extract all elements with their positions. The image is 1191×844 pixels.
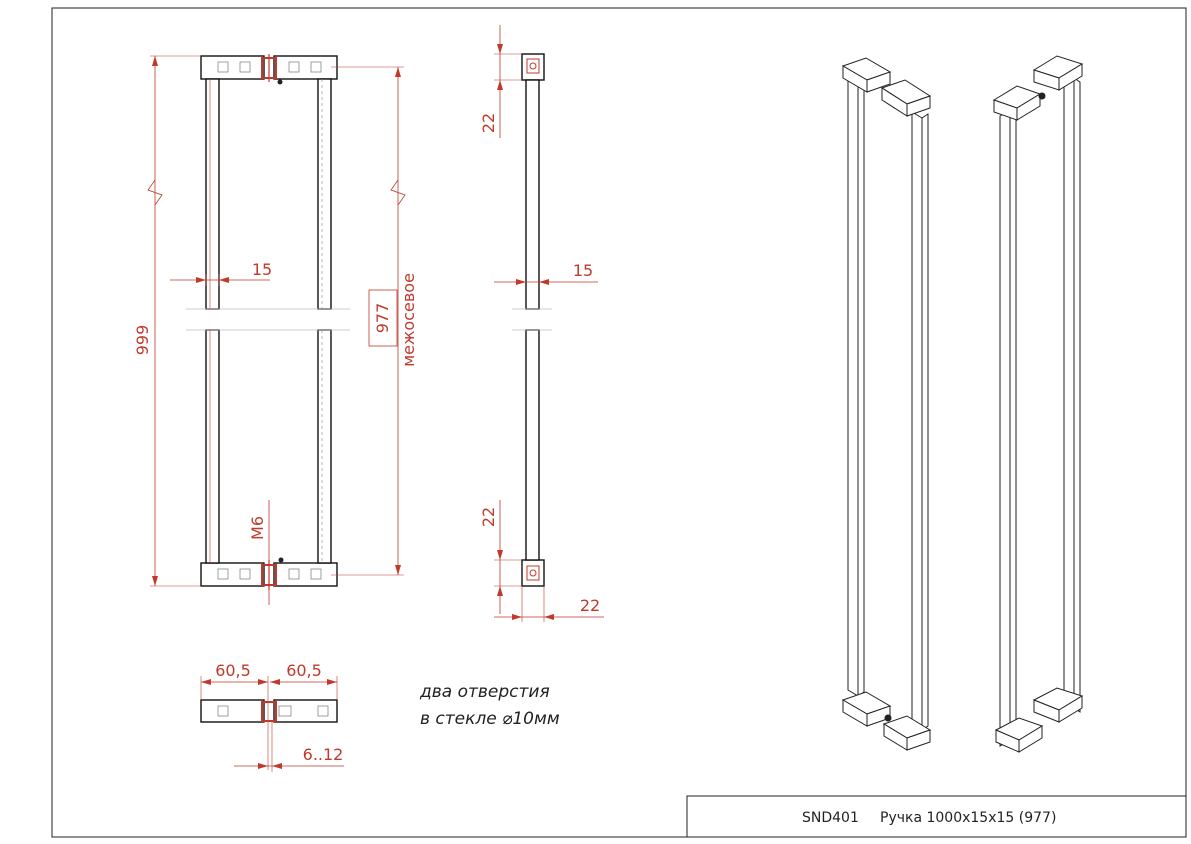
dim-break-977 <box>390 179 406 206</box>
dim-note-center-distance: межосевое <box>399 273 418 367</box>
title-description: Ручка 1000x15x15 (977) <box>880 810 1056 826</box>
arrow <box>201 679 211 685</box>
screw-mark <box>217 568 229 580</box>
front-view: 999 977 межосевое 15 M6 <box>133 54 418 605</box>
iso1-right-tube <box>911 111 923 731</box>
front-left-head-bottom <box>200 562 265 587</box>
side-head-top <box>521 53 545 81</box>
arrow <box>270 679 280 685</box>
title-block: SND401 Ручка 1000x15x15 (977) <box>686 795 1187 838</box>
iso1-head-bottom-right-end <box>906 729 931 751</box>
arrow <box>497 586 503 596</box>
side-head-top-inner <box>526 58 540 74</box>
front-right-head-top <box>273 55 338 80</box>
dim-break-999 <box>147 179 163 206</box>
front-left-head-top <box>200 55 265 80</box>
iso2-left-tube <box>999 109 1011 747</box>
arrow <box>219 277 229 283</box>
dim-box-977 <box>368 289 398 347</box>
iso1-left-tube-face <box>857 81 865 697</box>
set-screw <box>278 557 284 563</box>
side-head-bottom <box>521 559 545 587</box>
screw-mark <box>288 61 300 73</box>
side-bolt-top <box>529 62 537 70</box>
iso2-head-bottom-right-end <box>1033 699 1060 723</box>
iso2-head-bottom-left-end <box>995 729 1020 753</box>
iso2-bolt <box>1038 92 1046 100</box>
note-line-1: два отверстия <box>419 682 550 702</box>
front-left-tube-upper <box>205 78 220 310</box>
top-detail-view: 60,5 60,5 6..12 <box>200 661 344 772</box>
iso1-head-top-right-end <box>906 95 931 117</box>
arrow <box>395 565 401 575</box>
dim-label-glass-thickness: 6..12 <box>303 745 344 764</box>
dim-label-22-top: 22 <box>479 113 498 133</box>
screw-mark <box>217 61 229 73</box>
front-left-tube-lower <box>205 329 220 564</box>
screw-mark <box>317 705 329 717</box>
screw-mark <box>239 61 251 73</box>
front-right-tube-lower <box>317 329 332 564</box>
dim-label-60-5-left: 60,5 <box>215 661 251 680</box>
dim-label-15-front: 15 <box>252 260 272 279</box>
iso1-bolt <box>884 714 892 722</box>
title-block-frame <box>686 795 1187 838</box>
arrow <box>327 679 337 685</box>
iso2-right-tube <box>1063 77 1075 715</box>
isometric-view-back <box>992 55 1084 753</box>
dim-label-22-width: 22 <box>580 596 600 615</box>
iso2-right-tube-face <box>1073 77 1081 713</box>
note-line-2: в стекле ⌀10мм <box>420 709 560 729</box>
front-right-head-bottom <box>273 562 338 587</box>
screw-mark <box>310 61 322 73</box>
detail-connector <box>261 701 277 722</box>
dim-label-m6: M6 <box>248 516 267 540</box>
dim-label-60-5-right: 60,5 <box>286 661 322 680</box>
sheet-border <box>51 7 1187 838</box>
arrow <box>516 279 526 285</box>
side-bolt-bottom <box>529 569 537 577</box>
detail-right-head <box>273 699 338 723</box>
arrow <box>152 56 158 66</box>
arrow <box>395 67 401 77</box>
set-screw <box>277 79 283 85</box>
arrow <box>196 277 206 283</box>
front-right-tube-upper <box>317 78 332 310</box>
arrow <box>539 279 549 285</box>
screw-mark <box>217 705 229 717</box>
dim-label-15-side: 15 <box>573 261 593 280</box>
dim-label-22-bottom: 22 <box>479 507 498 527</box>
arrow <box>152 576 158 586</box>
isometric-view-front <box>841 57 932 751</box>
arrow <box>497 44 503 54</box>
side-head-bottom-inner <box>526 565 540 581</box>
arrow <box>497 550 503 560</box>
arrow <box>544 614 554 620</box>
iso1-left-tube <box>847 79 859 697</box>
arrow <box>258 679 268 685</box>
arrow <box>497 80 503 90</box>
iso1-right-tube-face <box>921 113 929 731</box>
detail-left-head <box>200 699 265 723</box>
dim-label-999: 999 <box>133 325 152 356</box>
screw-mark <box>278 705 292 717</box>
arrow <box>512 614 522 620</box>
iso1-head-top-left-end <box>866 71 891 93</box>
dim-label-977: 977 <box>373 303 392 334</box>
arrow <box>272 763 282 769</box>
iso2-head-top-right-end <box>1033 69 1060 91</box>
screw-mark <box>288 568 300 580</box>
screw-mark <box>239 568 251 580</box>
side-tube-lower <box>525 329 540 561</box>
arrow <box>258 763 268 769</box>
side-view: 22 15 22 22 <box>479 25 604 622</box>
iso2-head-top-left-end <box>993 99 1018 121</box>
side-tube-upper <box>525 79 540 310</box>
screw-mark <box>310 568 322 580</box>
iso2-left-tube-face <box>1009 109 1017 745</box>
title-code: SND401 <box>802 810 859 826</box>
